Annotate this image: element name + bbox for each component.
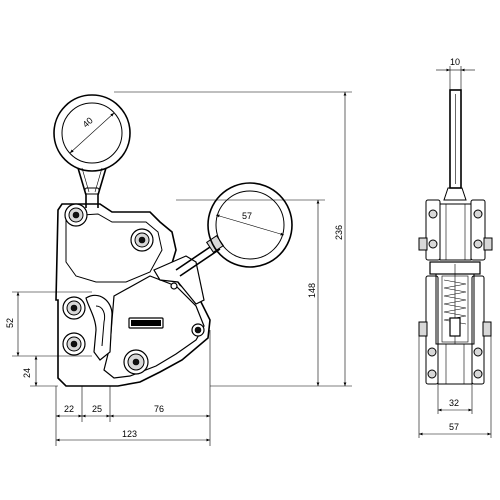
dim-side-overall-width: 57 (419, 422, 491, 436)
dim-overall-height: 236 (334, 92, 347, 386)
bolt-bottom-center (123, 349, 149, 375)
dim-side-thickness: 10 (436, 57, 475, 72)
dim-overall-width: 123 (56, 429, 210, 442)
dim-a: 22 (56, 404, 82, 418)
dim-c-label: 76 (154, 404, 164, 414)
side-shank (443, 89, 467, 201)
dim-ring-diameter: 40 (69, 112, 115, 154)
bolt-top-right (130, 228, 154, 252)
side-lower-plates (418, 275, 492, 385)
dim-jaw-offset: 24 (22, 356, 38, 386)
dim-side-body-width: 32 (438, 398, 472, 412)
bolt-right (191, 323, 205, 337)
front-view: 40 57 236 148 52 (5, 91, 352, 446)
overall-width-label: 123 (122, 429, 137, 439)
bolt-low-left (62, 332, 86, 356)
side-thickness-label: 10 (450, 57, 460, 67)
overall-height-label: 236 (334, 225, 344, 240)
dim-jaw-opening: 52 (5, 292, 20, 356)
dim-c: 76 (110, 404, 210, 418)
dim-b-label: 25 (92, 404, 102, 414)
bolt-mid-left (62, 296, 86, 320)
bolt-top-left (64, 203, 88, 227)
dim-body-height: 148 (307, 200, 320, 386)
side-overall-width-label: 57 (449, 422, 459, 432)
lifting-ring (53, 94, 131, 208)
jaw-opening-label: 52 (5, 318, 15, 328)
dim-a-label: 22 (64, 404, 74, 414)
dim-swivel-ring-diameter: 57 (215, 211, 285, 236)
swivel-ring-diameter-label: 57 (242, 211, 252, 221)
body-height-label: 148 (307, 283, 317, 298)
ring-diameter-label: 40 (81, 115, 95, 129)
jaw-offset-label: 24 (22, 368, 32, 378)
dim-b: 25 (82, 404, 110, 418)
side-upper-plates (418, 199, 493, 261)
side-view: 10 32 57 (418, 57, 493, 438)
side-body-width-label: 32 (449, 398, 459, 408)
pivot-pin (170, 282, 178, 290)
